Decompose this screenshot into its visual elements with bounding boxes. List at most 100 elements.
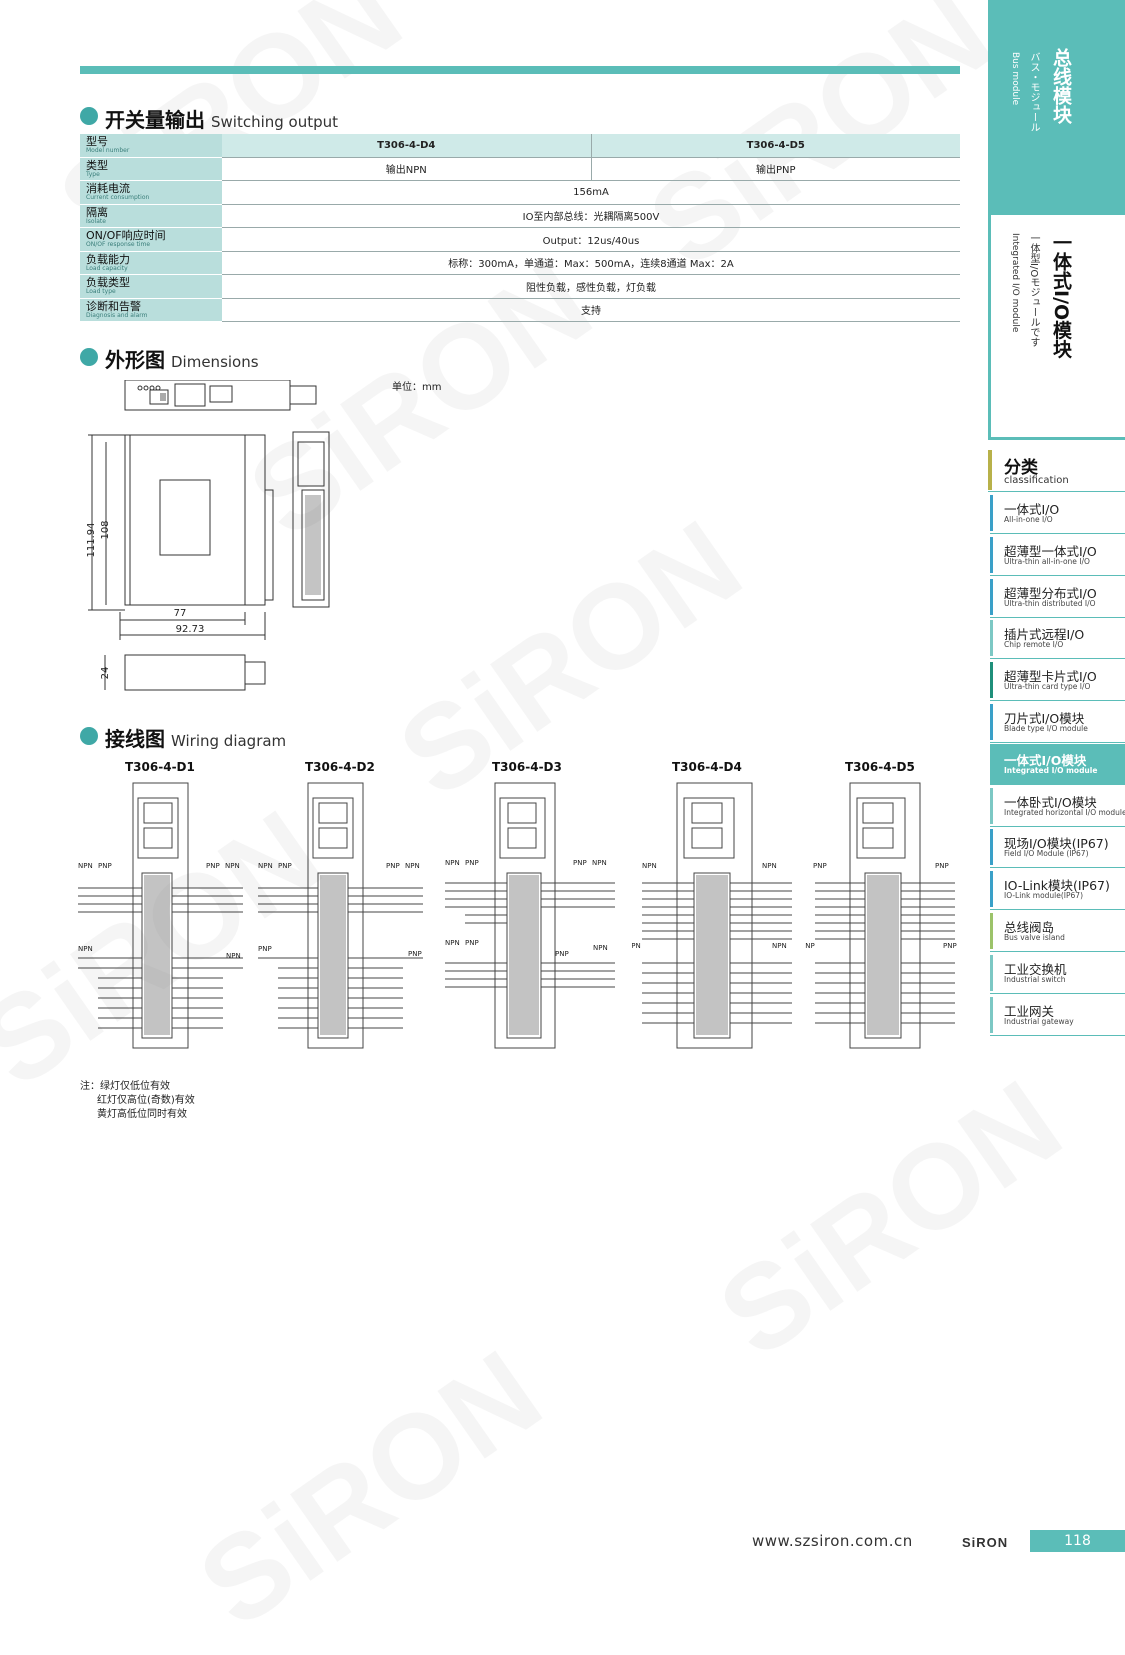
sidebar-item-sublabel: IO-Link module(IP67) (1004, 891, 1084, 901)
table-cell: T306-4-D4 (222, 134, 591, 158)
sidebar-item-label: 总线阀岛 (1004, 920, 1055, 935)
section-title-dimensions: 外形图 Dimensions (105, 344, 259, 373)
npn-label: NPN (226, 952, 241, 960)
sidebar-item-bar (990, 871, 993, 908)
dimension-height-outer: 111.94 (86, 523, 97, 558)
wiring-diagram-d2: NPN PNP PNP NPN PNP PNP (258, 782, 423, 1049)
sidebar-item-sublabel: Industrial gateway (1004, 1016, 1074, 1026)
watermark: SiRON (375, 493, 765, 824)
sidebar-item-bar (990, 495, 993, 531)
pnp-label: PNP (408, 950, 422, 958)
pnp-label: PNP (465, 939, 479, 947)
pnp-label: PNP (943, 942, 957, 950)
watermark: SiRON (695, 1053, 1085, 1384)
sidebar-item-sublabel: Field I/O Module (IP67) (1004, 849, 1089, 859)
sidebar-item-label: 超薄型卡片式I/O (1004, 669, 1097, 685)
npn-label: NPN (762, 862, 777, 870)
pnp-label: PNP (278, 862, 292, 870)
sidebar-item-label: 超薄型一体式I/O (1004, 543, 1097, 559)
section-bullet (80, 107, 98, 125)
sidebar-item-label: 插片式远程I/O (1004, 627, 1085, 643)
sidebar-item-bar (990, 704, 993, 740)
sidebar-mid-cn: 一体式I/O模块 (1050, 233, 1072, 359)
sidebar-item-bar (990, 578, 993, 615)
table-cell: T306-4-D5 (590, 134, 960, 158)
sidebar-bus-module[interactable]: 总线模块 バス・モジュール Bus module (988, 0, 1125, 215)
sidebar-item-label: 一体式I/O模块 (1004, 752, 1087, 768)
npn-label: NPN (78, 945, 93, 953)
section-title-cn: 外形图 (105, 348, 165, 372)
sidebar-classification: 分类 classification (988, 450, 1125, 492)
sidebar-item-sublabel: Integrated I/O module (1004, 765, 1098, 775)
sidebar-integrated-io[interactable]: 一体式I/O模块 一体型I/Oモジュールです Integrated I/O mo… (988, 215, 1125, 440)
pnp-label: PNP (206, 862, 220, 870)
pnp-label: PNP (98, 862, 112, 870)
note-line: 注：绿灯仅低位有效 (80, 1081, 170, 1092)
section-title-cn: 接线图 (105, 727, 165, 751)
sidebar-item[interactable]: IO-Link模块(IP67)IO-Link module(IP67) (990, 869, 1125, 911)
wiring-title-d2: T306-4-D2 (305, 760, 375, 774)
pnp-label: PNP (555, 950, 569, 958)
npn-label: NPN (258, 862, 273, 870)
footer-url[interactable]: www.szsiron.com.cn (752, 1532, 913, 1550)
notes: 注：绿灯仅低位有效 红灯仅高位(奇数)有效 黄灯高低位同时有效 (80, 1080, 195, 1122)
top-accent-bar (80, 66, 960, 74)
sidebar-item-sublabel: Industrial switch (1004, 974, 1066, 984)
sidebar-item-label: 一体卧式I/O模块 (1004, 794, 1097, 810)
wiring-diagram-d5: PNP PNP PNP PNP (805, 782, 957, 1049)
sidebar-item-sublabel: Blade type I/O module (1004, 724, 1088, 733)
npn-label: NPN (592, 859, 607, 867)
npn-label: NPN (78, 862, 93, 870)
dimensions-drawing: 111.94 108 77 92.73 24 (86, 380, 330, 691)
sidebar-item-sublabel: Ultra-thin card type I/O (1004, 682, 1091, 692)
pnp-label: PNP (935, 862, 949, 870)
wiring-title-d3: T306-4-D3 (492, 760, 562, 774)
sidebar-item-bar (990, 662, 993, 699)
sidebar-top-jp: バス・モジュール (1028, 52, 1039, 132)
wiring-diagram-d1: NPN PNP PNP NPN NPN NPN (78, 782, 243, 1049)
sidebar-item-bar (990, 829, 993, 866)
sidebar-item-bar (990, 996, 993, 1033)
sidebar-mid-en: Integrated I/O module (1010, 233, 1020, 333)
table-cell: IO至内部总线：光耦隔离500V (222, 204, 960, 228)
sidebar-item-label: IO-Link模块(IP67) (1004, 878, 1110, 894)
sidebar-item-bar (990, 954, 993, 991)
table-cell: Output：12us/40us (222, 227, 960, 252)
page-number: 118 (1030, 1530, 1125, 1552)
sidebar-item-bar (990, 913, 993, 949)
section-title-en: Dimensions (171, 353, 259, 371)
table-cell: 输出NPN (222, 157, 591, 181)
sidebar-item-bar (990, 620, 993, 657)
npn-label: NPN (593, 944, 608, 952)
note-line: 黄灯高低位同时有效 (97, 1109, 187, 1120)
classification-en: classification (1004, 475, 1069, 486)
sidebar-item[interactable]: 现场I/O模块(IP67)Field I/O Module (IP67) (990, 827, 1125, 869)
sidebar-item-sublabel: Ultra-thin all-in-one I/O (1004, 556, 1090, 566)
sidebar-item-label: 一体式I/O (1004, 502, 1060, 517)
npn-label: NPN (445, 939, 460, 947)
wiring-title-d5: T306-4-D5 (845, 760, 915, 774)
wiring-title-d1: T306-4-D1 (125, 760, 195, 774)
